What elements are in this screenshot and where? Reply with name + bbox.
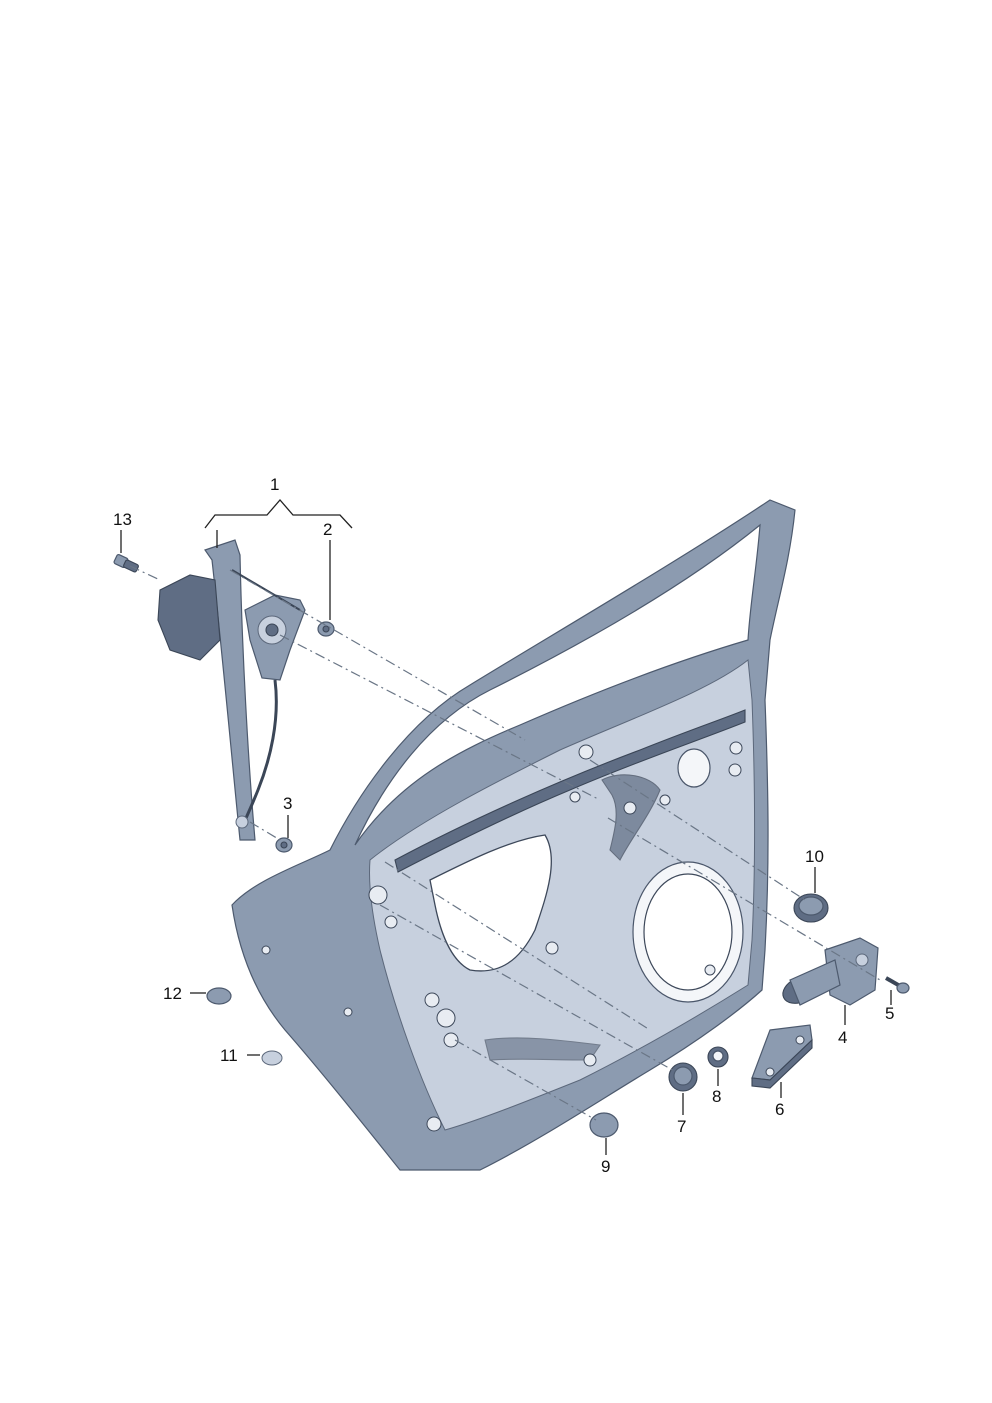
callout-4: 4 [838, 1028, 847, 1047]
plug-9 [589, 1112, 619, 1138]
door-shell [231, 499, 796, 1171]
window-regulator [157, 539, 306, 841]
callout-6: 6 [775, 1100, 784, 1119]
callout-9: 9 [601, 1157, 610, 1176]
bolt-13 [113, 553, 139, 573]
callout-leaders [120, 499, 892, 1155]
callout-3: 3 [283, 794, 292, 813]
callout-13: 13 [113, 510, 132, 529]
grommet-10 [793, 893, 829, 923]
callout-7: 7 [677, 1117, 686, 1136]
callout-10: 10 [805, 847, 824, 866]
grommet-8 [707, 1046, 729, 1068]
plug-11 [261, 1050, 283, 1066]
assembly-lines [129, 565, 881, 1121]
callout-1: 1 [270, 475, 279, 494]
screw-5 [885, 976, 910, 994]
callout-11: 11 [220, 1046, 238, 1065]
nut-3 [275, 837, 293, 853]
nut-2 [317, 621, 335, 637]
callout-8: 8 [712, 1087, 721, 1106]
callout-2: 2 [323, 520, 332, 539]
grommet-7 [668, 1062, 698, 1092]
callout-5: 5 [885, 1004, 894, 1023]
callout-labels: 1 2 13 3 10 4 5 6 7 8 9 11 12 [113, 475, 894, 1176]
control-module-6 [751, 1024, 813, 1089]
window-motor-4 [782, 937, 879, 1006]
plug-12 [206, 987, 232, 1005]
callout-12: 12 [163, 984, 182, 1003]
